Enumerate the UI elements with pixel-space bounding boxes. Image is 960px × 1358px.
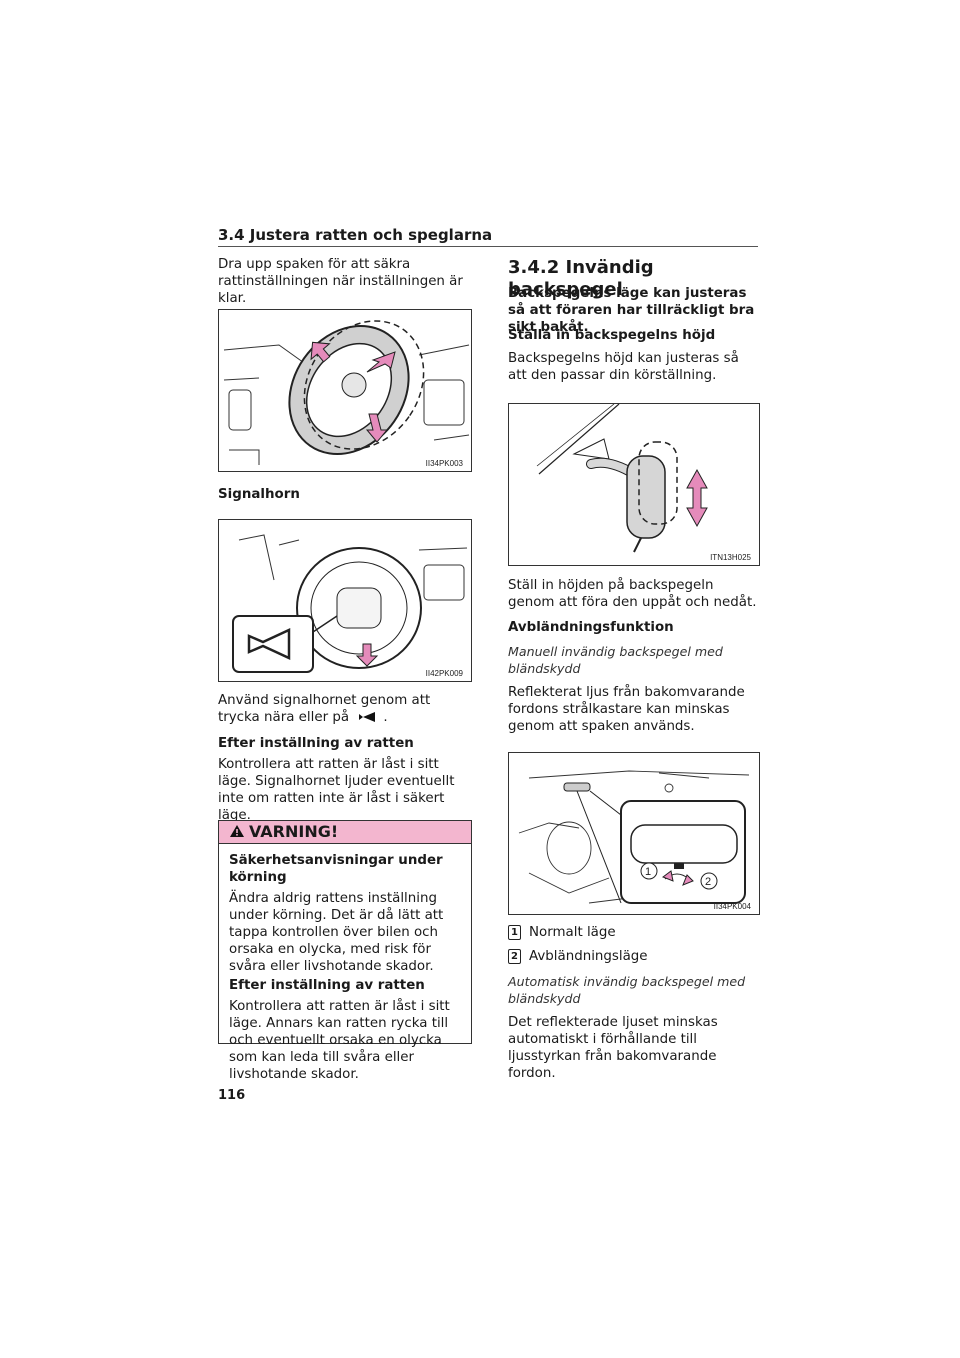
mirror-height-figure: ITN13H025 [508,403,760,566]
lead-text: Backspegelns läge kan justeras så att fö… [508,286,755,335]
height-text2: Ställ in höjden på backspegeln genom att… [508,578,757,610]
warning-text1: Ändra aldrig rattens inställning under k… [229,891,444,974]
intro-text: Dra upp spaken för att säkra rattinställ… [218,257,463,306]
mirror-dim-illustration: 1 2 [518,770,750,904]
auto-text: Det reflekterade ljuset minskas automati… [508,1015,718,1081]
steering-adjust-figure: II34PK003 [218,309,472,472]
height-text: Backspegelns höjd kan justeras så att de… [508,351,739,383]
fig-label-2: 2 [705,876,711,888]
list-item: 2 Avbländningsläge [508,948,758,965]
list-item: 1 Normalt läge [508,924,758,941]
mirror-dim-figure: 1 2 II34PK004 [508,752,760,915]
section-title: 3.4 Justera ratten och speglarna [218,226,493,244]
horn-text: Använd signalhornet genom att trycka när… [218,692,470,726]
section-header: 3.4 Justera ratten och speglarna [218,226,758,247]
fig-label-1: 1 [645,866,651,878]
figure-code: II34PK003 [425,459,463,468]
page-number: 116 [218,1088,246,1103]
item-label: Avbländningsläge [529,949,648,964]
horn-text-end: . [383,710,388,725]
figure-code: II34PK004 [713,902,751,911]
dim-heading: Avbländningsfunktion [508,620,674,635]
item-number: 1 [508,924,521,940]
item-label: Normalt läge [529,925,616,940]
item-number: 2 [508,948,521,964]
warning-text2: Kontrollera att ratten är låst i sitt lä… [229,999,450,1082]
warning-title: VARNING! [249,822,339,841]
horn-illustration [232,534,468,673]
horn-heading: Signalhorn [218,487,300,502]
manual-subtitle: Manuell invändig backspegel med bländsky… [508,644,723,676]
after-heading: Efter inställning av ratten [218,736,414,751]
warning-box: VARNING! Säkerhetsanvisningar under körn… [218,820,472,1082]
warning-bar: VARNING! [219,821,471,844]
figure-code: ITN13H025 [710,553,751,562]
horn-icon [357,711,379,723]
horn-text-main: Använd signalhornet genom att trycka när… [218,693,431,725]
section-title-backspegel: 3.4.2 Invändig backspegel [508,257,654,300]
height-heading: Ställa in backspegelns höjd [508,328,716,343]
after-text: Kontrollera att ratten är låst i sitt lä… [218,757,455,823]
warning-sub1: Säkerhetsanvisningar under körning [229,853,443,885]
horn-figure: II42PK009 [218,519,472,682]
warning-icon [229,822,245,844]
steering-adjust-illustration [223,320,470,465]
auto-subtitle: Automatisk invändig backspegel med bländ… [508,974,746,1006]
horn-symbol-box [232,615,314,673]
figure-code: II42PK009 [425,669,463,678]
mirror-height-illustration [536,404,708,553]
manual-text: Reflekterat ljus från bakomvarande fordo… [508,685,745,734]
warning-sub2: Efter inställning av ratten [229,978,425,993]
